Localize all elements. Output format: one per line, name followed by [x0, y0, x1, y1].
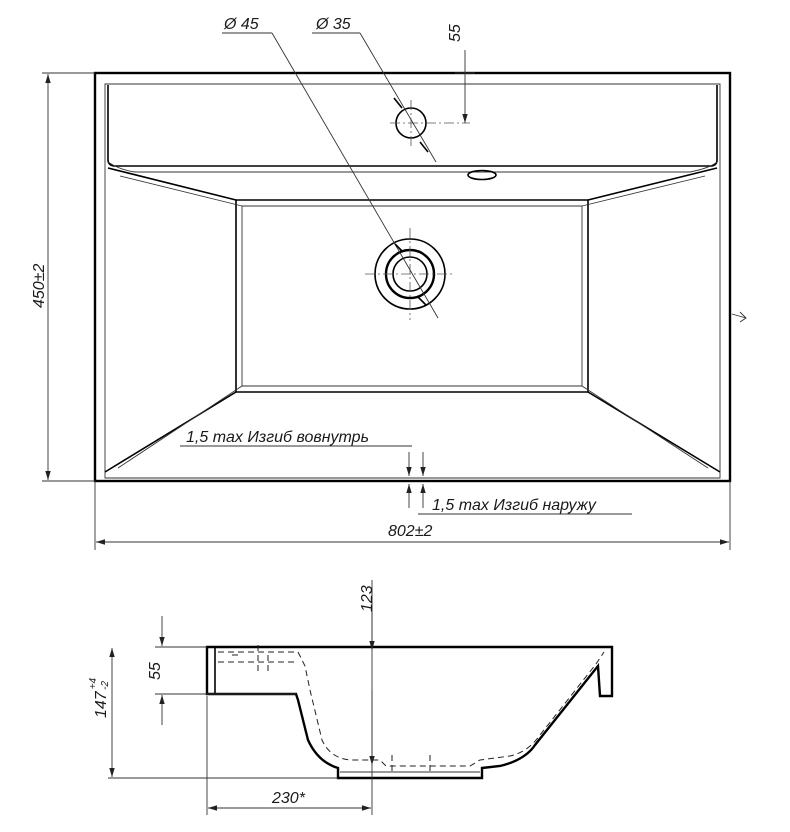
- dim-rim-height: 55: [147, 662, 164, 680]
- basin-outline: [93, 71, 732, 483]
- overflow-slot: [467, 169, 497, 181]
- top-view: Ø 45 Ø 35 55 450±2 802±2 1,5 max Изгиб в…: [31, 16, 747, 550]
- dim-depth: 450±2: [31, 264, 48, 308]
- dim-hole-offset: 55: [447, 24, 464, 42]
- basin-profile: [205, 645, 614, 780]
- faucet-ledge: [107, 85, 718, 167]
- dim-hole-small: Ø 35: [315, 16, 351, 33]
- dim-hole-large: Ø 45: [223, 16, 259, 33]
- dim-width: 802±2: [388, 523, 432, 540]
- dim-height: 147+4-2: [88, 677, 111, 718]
- dim-bend-outward: 1,5 max Изгиб наружу: [432, 497, 597, 514]
- side-view: 123 55 147+4-2 230*: [88, 580, 614, 815]
- hidden-lines: [218, 651, 605, 767]
- dim-bowl-depth: 123: [359, 585, 376, 612]
- dim-bend-inward: 1,5 max Изгиб вовнутрь: [186, 429, 369, 446]
- dim-bowl-offset: 230*: [271, 790, 306, 807]
- bowl-bottom: [235, 199, 589, 393]
